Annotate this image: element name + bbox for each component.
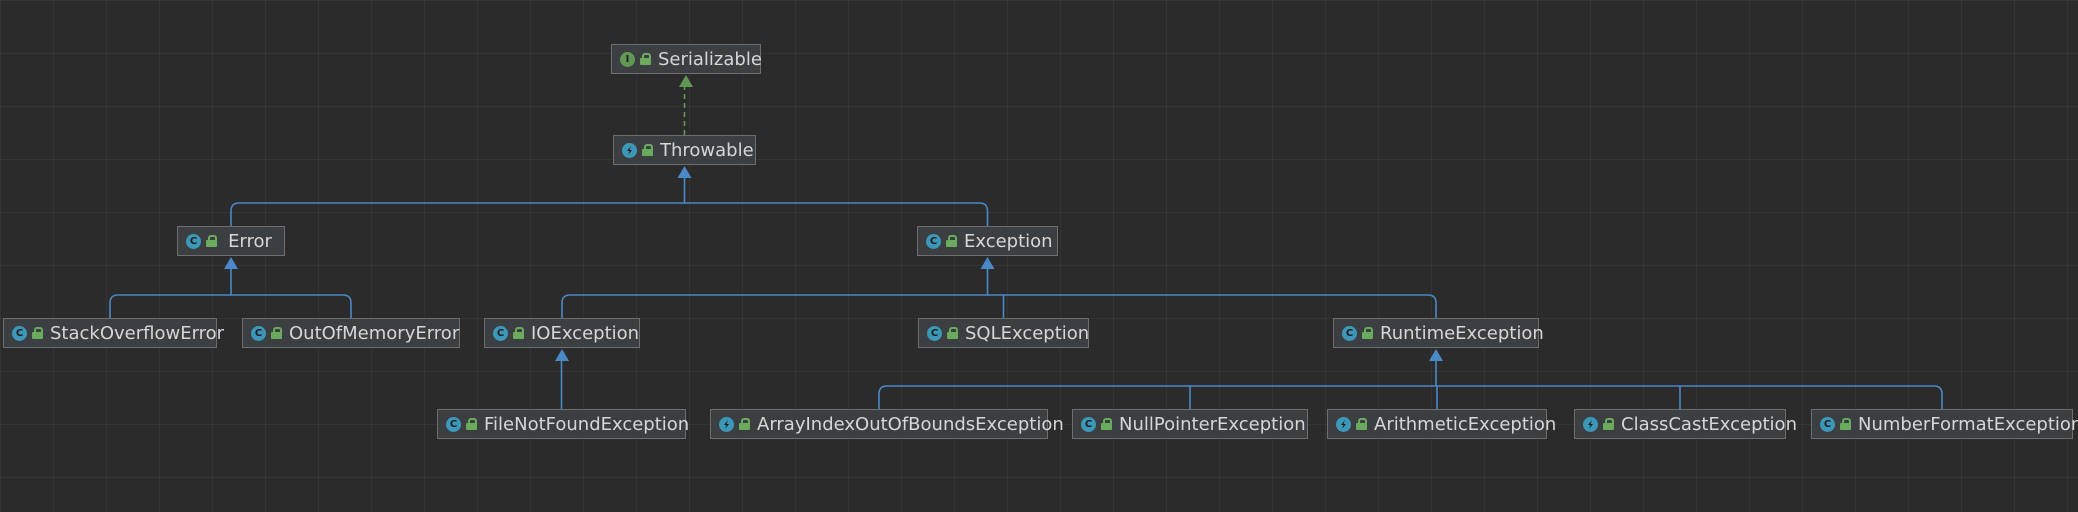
abstract-class-icon (719, 416, 734, 432)
public-visibility-icon (739, 418, 751, 430)
node-arithmeticexception[interactable]: ArithmeticException (1327, 409, 1556, 439)
class-icon: C (927, 325, 942, 341)
edge-error (109, 269, 352, 318)
node-filenotfoundexception[interactable]: C FileNotFoundException (437, 409, 689, 439)
node-classcastexception[interactable]: ClassCastException (1574, 409, 1797, 439)
node-label: NullPointerException (1119, 413, 1306, 435)
edge-exception (561, 269, 1437, 318)
inheritance-arrowhead (1429, 349, 1443, 361)
node-label: ArithmeticException (1374, 413, 1557, 435)
node-ioexception[interactable]: C IOException (484, 318, 640, 348)
public-visibility-icon (1362, 327, 1374, 339)
node-label: OutOfMemoryError (289, 322, 460, 344)
node-outofmemoryerror[interactable]: C OutOfMemoryError (242, 318, 460, 348)
abstract-class-icon (1583, 416, 1598, 432)
node-label: SQLException (965, 322, 1090, 344)
edge-throwable (230, 178, 989, 226)
node-label: Throwable (660, 139, 754, 161)
public-visibility-icon (1101, 418, 1113, 430)
class-icon: C (1342, 325, 1357, 341)
public-visibility-icon (513, 327, 525, 339)
class-icon: C (926, 233, 941, 249)
node-throwable[interactable]: Throwable (613, 135, 756, 165)
node-label: Error (228, 230, 272, 252)
node-label: ClassCastException (1621, 413, 1797, 435)
node-label: ArrayIndexOutOfBoundsException (757, 413, 1064, 435)
class-icon: C (493, 325, 508, 341)
inheritance-arrowhead (677, 166, 692, 178)
node-stackoverflowerror[interactable]: C StackOverflowError (3, 318, 224, 348)
inheritance-arrowhead (224, 257, 238, 269)
node-numberformatexception[interactable]: C NumberFormatException (1811, 409, 2078, 439)
inheritance-arrowhead (980, 257, 995, 269)
node-serializable[interactable]: I Serializable (611, 44, 762, 74)
public-visibility-icon (466, 418, 478, 430)
public-visibility-icon (1603, 418, 1615, 430)
node-label: NumberFormatException (1858, 413, 2078, 435)
interface-icon: I (620, 51, 635, 67)
class-icon: C (186, 233, 201, 249)
inheritance-arrowhead (679, 75, 693, 87)
edge-runtimeexception (878, 361, 1943, 409)
node-error[interactable]: C Error (177, 226, 285, 256)
class-icon: C (1820, 416, 1835, 432)
node-nullpointerexception[interactable]: C NullPointerException (1072, 409, 1308, 439)
public-visibility-icon (947, 327, 959, 339)
abstract-class-icon (1336, 416, 1351, 432)
inheritance-arrowhead (555, 349, 569, 361)
node-runtimeexception[interactable]: C RuntimeException (1333, 318, 1544, 348)
class-icon: C (12, 325, 27, 341)
public-visibility-icon (1356, 418, 1368, 430)
abstract-class-icon (622, 142, 637, 158)
node-label: Exception (964, 230, 1053, 252)
class-icon: C (446, 416, 461, 432)
class-icon: C (1081, 416, 1096, 432)
public-visibility-icon (642, 144, 654, 156)
class-icon: C (251, 325, 266, 341)
node-label: IOException (531, 322, 640, 344)
public-visibility-icon (271, 327, 283, 339)
node-label: Serializable (658, 48, 762, 70)
public-visibility-icon (640, 53, 652, 65)
node-label: FileNotFoundException (484, 413, 690, 435)
public-visibility-icon (32, 327, 44, 339)
public-visibility-icon (206, 235, 218, 247)
public-visibility-icon (946, 235, 958, 247)
node-sqlexception[interactable]: C SQLException (918, 318, 1089, 348)
node-label: StackOverflowError (50, 322, 225, 344)
node-label: RuntimeException (1380, 322, 1544, 344)
node-exception[interactable]: C Exception (917, 226, 1058, 256)
node-arrayindexoutofboundsexception[interactable]: ArrayIndexOutOfBoundsException (710, 409, 1064, 439)
public-visibility-icon (1840, 418, 1852, 430)
